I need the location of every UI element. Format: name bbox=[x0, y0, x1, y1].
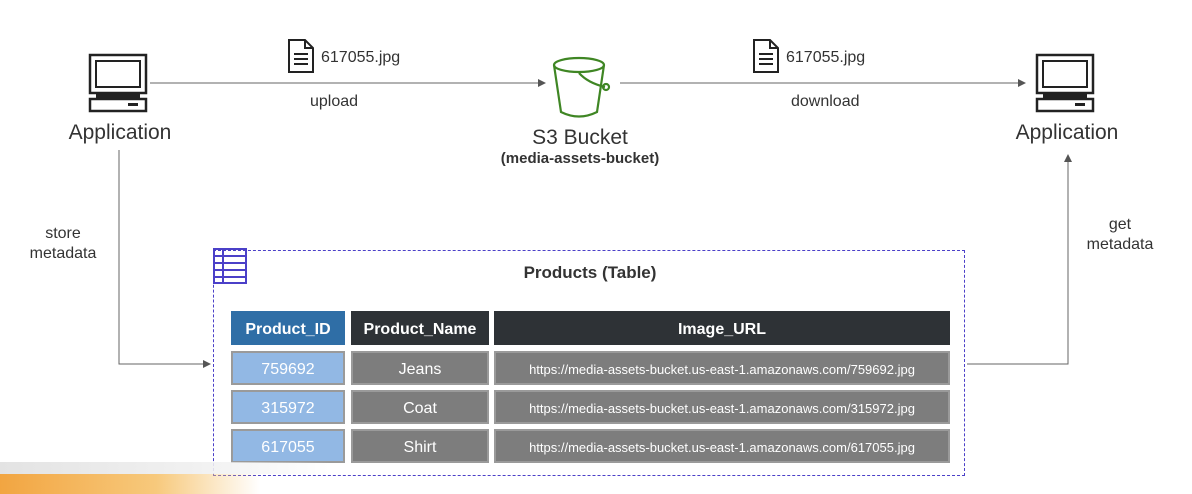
cell-product-name: Jeans bbox=[351, 351, 489, 385]
computer-icon bbox=[88, 53, 148, 113]
right-application-label: Application bbox=[1015, 121, 1119, 144]
cell-product-name: Coat bbox=[351, 390, 489, 424]
table-icon bbox=[213, 248, 247, 284]
cell-product-id: 315972 bbox=[231, 390, 345, 424]
upload-file-name: 617055.jpg bbox=[321, 49, 401, 66]
left-application-label: Application bbox=[68, 121, 172, 144]
cell-image-url: https://media-assets-bucket.us-east-1.am… bbox=[494, 351, 950, 385]
upload-label: upload bbox=[310, 93, 359, 110]
store-metadata-arrow bbox=[118, 150, 211, 368]
cell-image-url: https://media-assets-bucket.us-east-1.am… bbox=[494, 429, 950, 463]
store-metadata-line2: metadata bbox=[29, 245, 97, 262]
cell-product-id: 617055 bbox=[231, 429, 345, 463]
column-header-image-url: Image_URL bbox=[494, 311, 950, 345]
products-table-container: Products (Table) Product_ID Product_Name… bbox=[213, 250, 965, 476]
get-metadata-line2: metadata bbox=[1086, 236, 1154, 253]
decorative-stripe-orange bbox=[0, 474, 260, 494]
s3-bucket-name: (media-assets-bucket) bbox=[500, 150, 660, 167]
column-header-product-id: Product_ID bbox=[231, 311, 345, 345]
get-metadata-arrow bbox=[967, 154, 1072, 365]
decorative-stripe-grey bbox=[0, 462, 330, 474]
computer-icon bbox=[1035, 53, 1095, 113]
download-label: download bbox=[791, 93, 860, 110]
document-icon bbox=[288, 39, 314, 73]
s3-bucket-icon bbox=[552, 56, 611, 118]
store-metadata-line1: store bbox=[45, 225, 81, 242]
cell-image-url: https://media-assets-bucket.us-east-1.am… bbox=[494, 390, 950, 424]
download-file-name: 617055.jpg bbox=[786, 49, 866, 66]
cell-product-name: Shirt bbox=[351, 429, 489, 463]
get-metadata-line1: get bbox=[1108, 216, 1132, 233]
column-header-product-name: Product_Name bbox=[351, 311, 489, 345]
cell-product-id: 759692 bbox=[231, 351, 345, 385]
document-icon bbox=[753, 39, 779, 73]
s3-bucket-label: S3 Bucket bbox=[532, 126, 628, 149]
table-title: Products (Table) bbox=[523, 263, 657, 282]
